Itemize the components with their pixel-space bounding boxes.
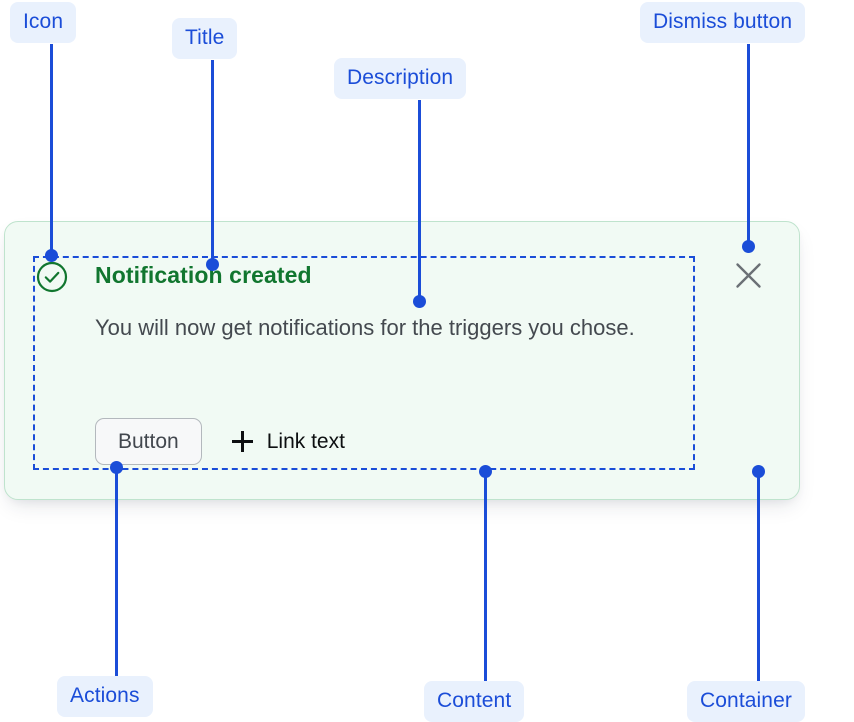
annotation-leader-dismiss-button (747, 44, 750, 246)
annotation-leader-container (757, 474, 760, 681)
plus-icon (231, 431, 253, 452)
annotation-label-icon: Icon (10, 2, 77, 43)
annotation-dot-actions (110, 461, 123, 474)
annotation-label-title: Title (172, 18, 238, 59)
action-link[interactable]: Link text (231, 429, 345, 454)
notification-title: Notification created (95, 262, 312, 288)
annotation-leader-actions (115, 470, 118, 676)
notification-description: You will now get notifications for the t… (95, 315, 635, 340)
annotation-dot-description (413, 295, 426, 308)
annotation-leader-content (484, 474, 487, 681)
annotation-dot-dismiss-button (742, 240, 755, 253)
annotation-dot-container (752, 465, 765, 478)
action-button[interactable]: Button (95, 418, 202, 465)
annotation-dot-content (479, 465, 492, 478)
annotation-leader-description (418, 100, 421, 298)
annotation-dot-icon (45, 249, 58, 262)
close-x-icon (732, 263, 765, 295)
annotation-leader-title (211, 60, 214, 264)
annotation-label-dismiss-button: Dismiss button (640, 2, 806, 43)
annotation-leader-icon (50, 44, 53, 256)
annotation-label-actions: Actions (57, 676, 153, 717)
dismiss-button[interactable] (732, 259, 765, 292)
annotation-label-content: Content (424, 681, 525, 722)
action-link-label: Link text (266, 429, 345, 453)
notification-actions: Button Link text (95, 418, 345, 465)
annotation-label-container: Container (687, 681, 805, 722)
success-check-circle-icon (36, 261, 68, 293)
annotation-label-description: Description (334, 58, 467, 99)
annotation-dot-title (206, 258, 219, 271)
